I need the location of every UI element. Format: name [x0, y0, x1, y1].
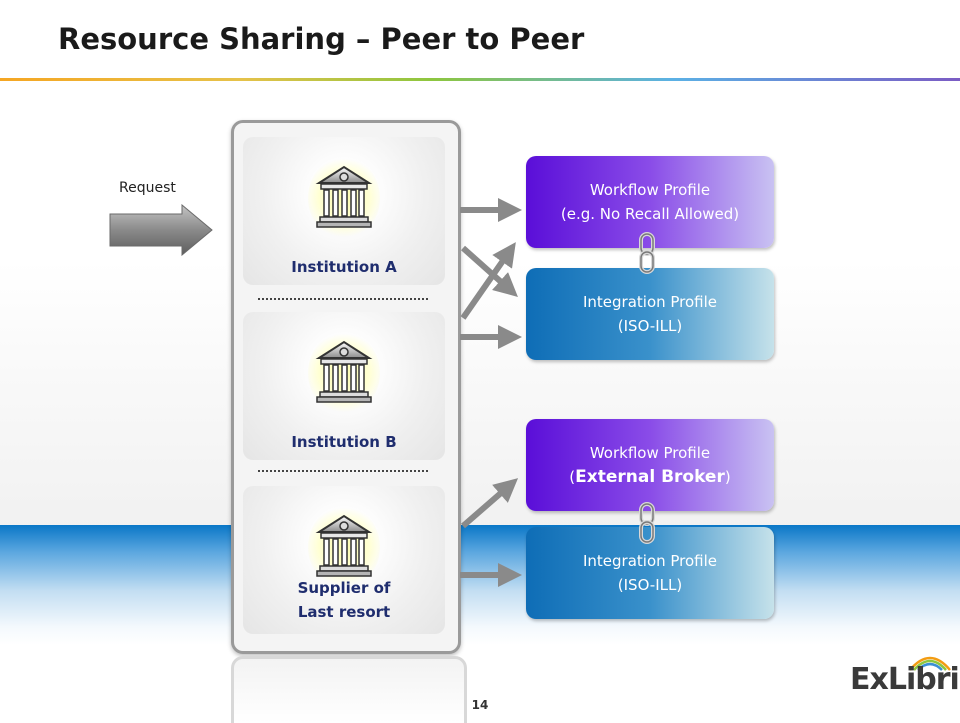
logo-arc-icon	[909, 656, 951, 671]
supplier-name-line1: Supplier of	[297, 579, 391, 597]
background-blue-band	[0, 525, 960, 645]
background-fade	[0, 80, 960, 530]
institution-b-name: Institution B	[291, 433, 397, 451]
external-broker-label: External Broker	[575, 467, 725, 487]
institution-a-card[interactable]: Institution A	[243, 137, 445, 285]
arrow-supplier-to-workflow	[461, 478, 519, 529]
paren-close: )	[724, 468, 731, 486]
institution-b-card[interactable]: Institution B	[243, 312, 445, 460]
institution-a-name: Institution A	[291, 258, 397, 276]
page-number: 14	[471, 698, 489, 712]
workflow-profile-box-2[interactable]: Workflow Profile (External Broker)	[526, 419, 774, 511]
integration-profile-title: Integration Profile	[582, 552, 718, 570]
supplier-name-line2: Last resort	[297, 603, 391, 621]
bank-building-icon	[315, 165, 373, 228]
integration-profile-detail: (ISO-ILL)	[617, 576, 683, 594]
workflow-profile-detail: (External Broker)	[526, 465, 774, 489]
slide-title: Resource Sharing – Peer to Peer	[58, 22, 585, 56]
arrow-b-to-workflow	[460, 242, 516, 320]
dotted-separator	[258, 470, 428, 472]
integration-profile-title: Integration Profile	[582, 293, 718, 311]
integration-profile-detail: (ISO-ILL)	[617, 317, 683, 335]
paren-open: (	[569, 468, 576, 486]
workflow-profile-title: Workflow Profile	[589, 181, 711, 199]
request-arrow-icon	[109, 204, 213, 256]
dotted-separator	[258, 298, 428, 300]
request-label: Request	[119, 180, 176, 196]
exlibris-logo: ExLibris	[850, 662, 960, 697]
panel-reflection	[231, 656, 467, 723]
integration-profile-box-1[interactable]: Integration Profile (ISO-ILL)	[526, 268, 774, 360]
footer-background	[0, 645, 960, 720]
workflow-profile-title: Workflow Profile	[589, 444, 711, 462]
supplier-of-last-resort-card[interactable]: Supplier of Last resort	[243, 486, 445, 634]
arrow-a-to-integration	[461, 245, 518, 297]
supplier-of-last-resort-name: Supplier of Last resort	[243, 576, 445, 624]
bank-building-icon	[315, 340, 373, 403]
workflow-profile-detail: (e.g. No Recall Allowed)	[560, 205, 740, 223]
title-rule	[0, 78, 960, 81]
bank-building-icon	[315, 514, 373, 577]
chain-link-icon	[639, 232, 655, 274]
chain-link-icon	[639, 502, 655, 544]
